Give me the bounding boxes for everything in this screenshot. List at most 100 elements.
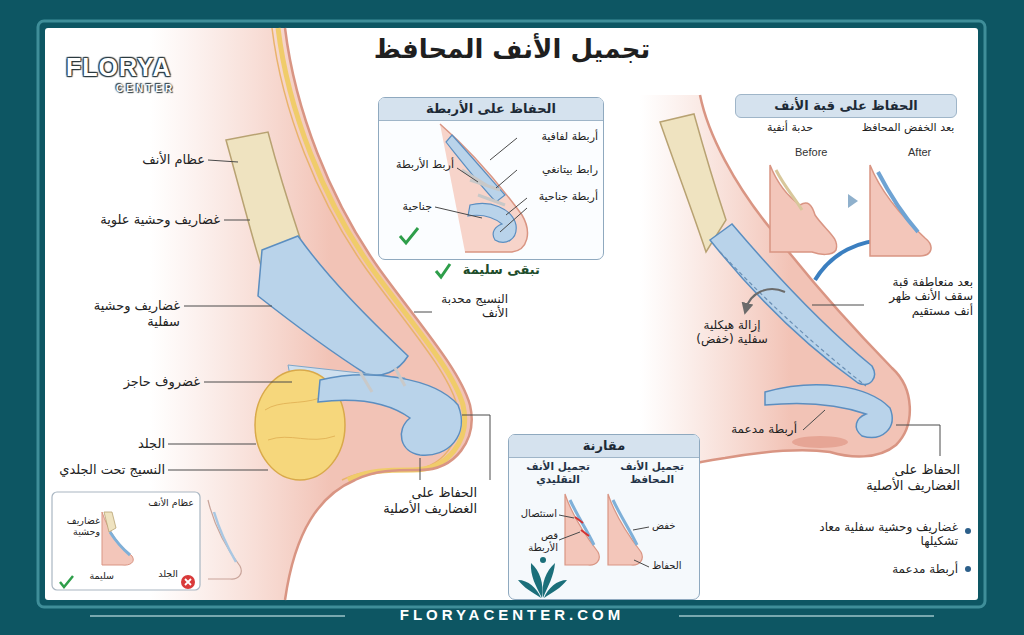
before-after-noses-part bbox=[776, 170, 802, 210]
status-note: تبقى سليمة bbox=[452, 262, 540, 278]
callout-text: إزالة هيكلية سفلية (خفض) bbox=[688, 318, 776, 347]
part-label: الجلد bbox=[105, 436, 165, 452]
small-inset-part bbox=[110, 532, 130, 555]
part-label: حدبة أنفية bbox=[752, 121, 828, 134]
part-label: قص الأربطة bbox=[510, 530, 558, 554]
leader-lines-part bbox=[204, 382, 292, 383]
panel-heading: مقارنة bbox=[509, 435, 699, 458]
ligament-inset-part bbox=[378, 97, 604, 260]
logo-emblem-part bbox=[518, 580, 541, 598]
callout-text: بعد منعاطفة قبة سقف الأنف ظهر أنف مستقيم bbox=[868, 275, 973, 318]
logo-emblem-part bbox=[540, 557, 546, 563]
leader-lines-part bbox=[208, 160, 238, 162]
logo-emblem-part bbox=[544, 580, 567, 598]
part-label: استئصال bbox=[512, 508, 557, 520]
part-label: أربطة مدعمة bbox=[712, 422, 797, 436]
heading-text: الحفاظ على قبة الأنف bbox=[744, 98, 948, 114]
part-label: أربطة لفافية bbox=[520, 130, 598, 143]
leader-lines-part bbox=[490, 138, 517, 160]
leader-lines-part bbox=[420, 458, 421, 480]
comparison-inset bbox=[508, 434, 700, 600]
before-after-noses-part bbox=[848, 194, 858, 208]
part-label: غضاريف وحشية bbox=[56, 515, 100, 538]
right-nose-section-part bbox=[792, 436, 848, 448]
leader-lines-part bbox=[506, 198, 527, 215]
part-label: الجلد bbox=[136, 568, 178, 579]
ligament-inset-part bbox=[468, 204, 516, 243]
part-label: النسيج تحت الجلدي bbox=[48, 462, 165, 478]
left-nose-section-part bbox=[265, 398, 335, 440]
right-nose-section-part bbox=[640, 95, 910, 482]
right-nose-section-part bbox=[746, 289, 785, 309]
left-nose-section-part bbox=[360, 368, 405, 392]
before-after-noses-part bbox=[870, 165, 931, 256]
ligament-inset bbox=[378, 97, 604, 260]
part-label: عظام الأنف bbox=[130, 497, 194, 508]
part-label: أربط الأربطة bbox=[382, 158, 454, 171]
leader-lines-part bbox=[803, 410, 825, 430]
leader-lines-part bbox=[168, 444, 256, 445]
leader-lines-part bbox=[634, 560, 649, 567]
state-label: Before bbox=[795, 146, 841, 159]
small-inset-part bbox=[104, 512, 116, 532]
check-mark bbox=[436, 264, 450, 277]
small-inset-part bbox=[102, 512, 133, 565]
part-label: الحفاظ على الغضاريف الأصلية bbox=[372, 485, 477, 516]
small-inset-part bbox=[214, 512, 236, 562]
section-heading: الحفاظ على قبة الأنف bbox=[735, 94, 957, 118]
part-label: رابط بيتانغي bbox=[520, 163, 598, 176]
part-label: غضروف حاجز bbox=[100, 374, 200, 390]
bullet-text: غضاريف وحشية سفلية معاد تشكيلها bbox=[808, 520, 958, 549]
part-label: الحفاظ bbox=[652, 560, 698, 572]
small-inset-part bbox=[185, 579, 191, 585]
part-label: بعد الخفض المحافظ bbox=[856, 121, 960, 134]
part-label: سليمة bbox=[78, 570, 114, 581]
logo-text: FLORYA bbox=[66, 52, 206, 82]
bullet-text: أربطة مدعمة bbox=[855, 562, 958, 576]
logo-emblem bbox=[518, 557, 567, 598]
leader-lines-part bbox=[184, 306, 272, 307]
left-nose-section-part bbox=[318, 375, 461, 455]
leader-lines-part bbox=[500, 208, 527, 232]
right-nose-section-part bbox=[965, 528, 971, 534]
callout-text: الحفاظ على الغضاريف الأصلية bbox=[840, 462, 960, 493]
ligament-inset-part bbox=[446, 135, 505, 202]
comparison-inset-part bbox=[613, 500, 637, 545]
ligament-inset-part bbox=[400, 228, 418, 243]
small-inset bbox=[52, 492, 241, 590]
leader-lines-part bbox=[496, 170, 517, 188]
part-label: النسيج محدبة الأنف bbox=[428, 292, 508, 321]
column-heading: تجميل الأنف التقليدي bbox=[513, 460, 603, 485]
leader-lines-part bbox=[414, 312, 432, 313]
leader-lines-part bbox=[457, 168, 478, 182]
heading-text: تجميل الأنف المحافظ bbox=[607, 460, 697, 485]
before-after-noses bbox=[770, 165, 931, 256]
heading-text: تجميل الأنف التقليدي bbox=[513, 460, 603, 485]
leader-lines-part bbox=[633, 527, 649, 530]
before-after-noses-part bbox=[878, 172, 918, 232]
frame-part bbox=[45, 28, 978, 600]
watermark: FLORYACENTER.COM bbox=[312, 606, 712, 624]
state-label: After bbox=[908, 146, 950, 159]
logo-text: CENTER bbox=[116, 83, 196, 95]
small-inset-part bbox=[208, 500, 241, 579]
leader-lines bbox=[559, 515, 649, 567]
small-inset-part bbox=[181, 575, 195, 589]
leader-lines-part bbox=[435, 207, 482, 218]
leader-lines-part bbox=[224, 220, 250, 221]
leader-lines-part bbox=[168, 470, 268, 471]
page-title: تجميل الأنف المحافظ bbox=[262, 34, 762, 65]
leader-lines bbox=[803, 305, 940, 456]
leader-lines bbox=[435, 138, 527, 232]
leader-lines-part bbox=[812, 305, 864, 306]
part-label: عظام الأنف bbox=[110, 152, 205, 168]
part-label: غضاريف وحشية سفلية bbox=[85, 298, 180, 329]
panel-heading: الحفاظ على الأربطة bbox=[379, 98, 603, 121]
right-nose-section-part bbox=[648, 95, 910, 482]
right-nose-section-part bbox=[660, 114, 726, 252]
ligament-inset-part bbox=[440, 124, 527, 252]
comparison-inset-part bbox=[565, 494, 599, 565]
